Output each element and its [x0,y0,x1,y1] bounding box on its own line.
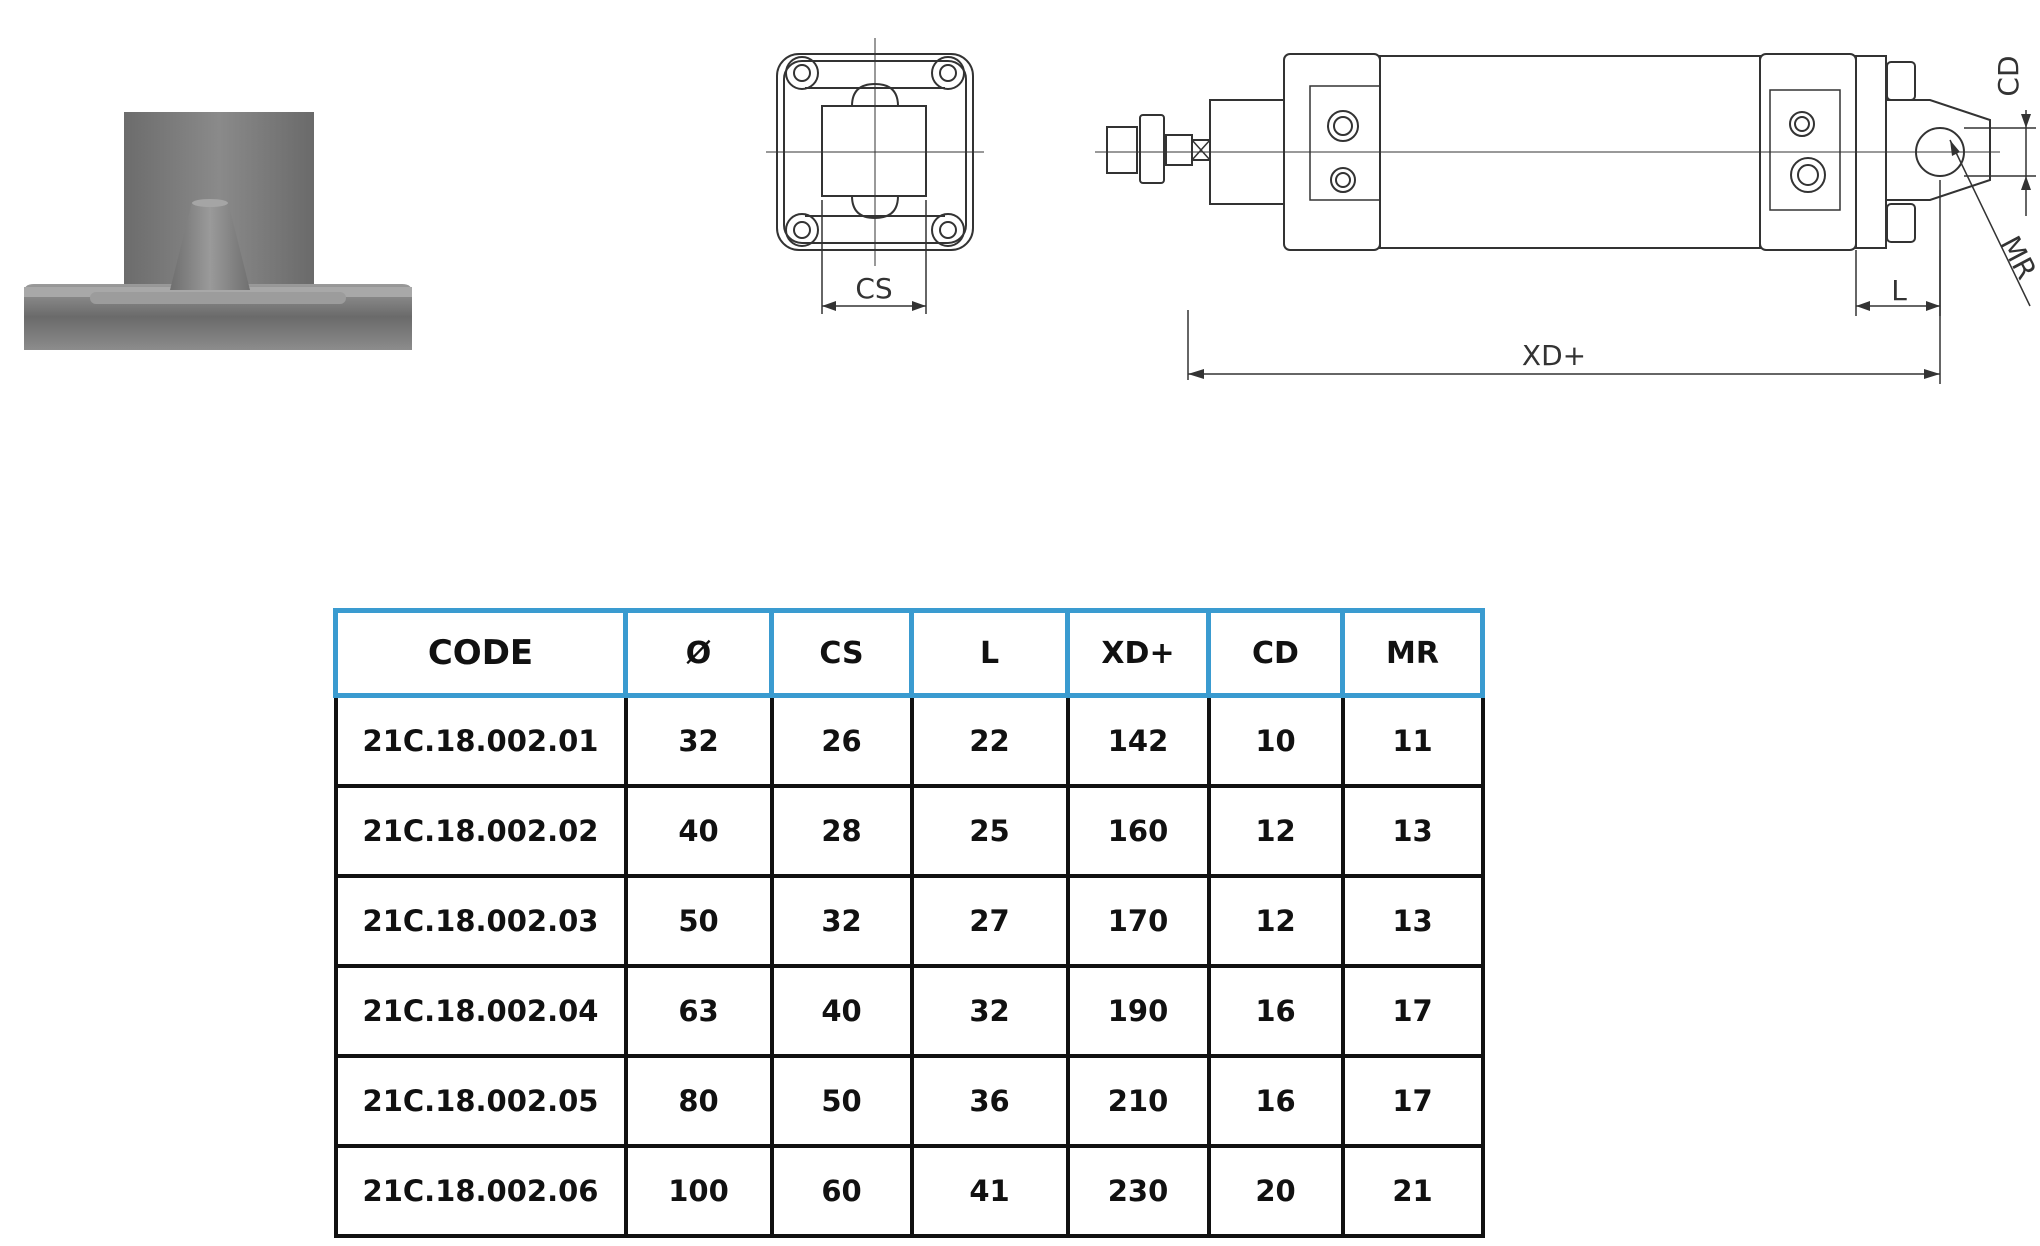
cell-diameter: 100 [623,1144,774,1238]
dimension-label-l: L [1891,274,1907,307]
dimension-label-cs: CS [855,272,892,305]
front-view-drawing [766,38,984,314]
cell-l: 32 [909,964,1070,1058]
cell-l: 25 [909,784,1070,878]
table-row: 21C.18.002.05 80 50 36 210 16 17 [333,1054,1485,1148]
cell-xd: 190 [1065,964,1211,1058]
part-3d-render [24,112,412,350]
cell-cd: 12 [1206,874,1345,968]
cell-cd: 16 [1206,1054,1345,1148]
header-cs: CS [769,608,914,698]
side-view-drawing [1095,53,2036,384]
cell-xd: 210 [1065,1054,1211,1148]
header-l: L [909,608,1070,698]
cell-l: 22 [909,693,1070,788]
table-row: 21C.18.002.04 63 40 32 190 16 17 [333,964,1485,1058]
cell-mr: 21 [1340,1144,1485,1238]
cell-diameter: 50 [623,874,774,968]
table-row: 21C.18.002.06 100 60 41 230 20 21 [333,1144,1485,1238]
technical-drawings: CS XD+ L CD MR [24,38,2040,384]
cell-l: 27 [909,874,1070,968]
cell-l: 36 [909,1054,1070,1148]
header-xd: XD+ [1065,608,1211,698]
cell-l: 41 [909,1144,1070,1238]
header-cd: CD [1206,608,1345,698]
cell-diameter: 32 [623,693,774,788]
cell-mr: 13 [1340,784,1485,878]
cell-mr: 13 [1340,874,1485,968]
cell-code: 21C.18.002.03 [333,874,628,968]
cell-cs: 60 [769,1144,914,1238]
header-code: CODE [333,608,628,698]
dimension-label-xd: XD+ [1522,339,1586,372]
cell-cd: 16 [1206,964,1345,1058]
cell-diameter: 63 [623,964,774,1058]
header-diameter: Ø [623,608,774,698]
cell-xd: 142 [1065,693,1211,788]
cell-cs: 32 [769,874,914,968]
cell-mr: 11 [1340,693,1485,788]
dimension-label-mr: MR [1994,231,2040,285]
cell-diameter: 40 [623,784,774,878]
cell-cd: 12 [1206,784,1345,878]
dimension-label-cd: CD [1992,55,2025,96]
cell-diameter: 80 [623,1054,774,1148]
cell-code: 21C.18.002.04 [333,964,628,1058]
cell-xd: 230 [1065,1144,1211,1238]
cell-cs: 28 [769,784,914,878]
cell-code: 21C.18.002.05 [333,1054,628,1148]
cell-cd: 20 [1206,1144,1345,1238]
table-row: 21C.18.002.02 40 28 25 160 12 13 [333,784,1485,878]
cell-code: 21C.18.002.06 [333,1144,628,1238]
cell-cs: 26 [769,693,914,788]
cell-cs: 50 [769,1054,914,1148]
cell-xd: 170 [1065,874,1211,968]
cell-cd: 10 [1206,693,1345,788]
table-header-row: CODE Ø CS L XD+ CD MR [333,608,1485,698]
dimensions-table: CODE Ø CS L XD+ CD MR 21C.18.002.01 32 2… [333,608,1485,1238]
table-row: 21C.18.002.03 50 32 27 170 12 13 [333,874,1485,968]
table-row: 21C.18.002.01 32 26 22 142 10 11 [333,693,1485,788]
header-mr: MR [1340,608,1485,698]
cell-code: 21C.18.002.01 [333,693,628,788]
cell-mr: 17 [1340,964,1485,1058]
cell-mr: 17 [1340,1054,1485,1148]
cell-cs: 40 [769,964,914,1058]
cell-code: 21C.18.002.02 [333,784,628,878]
cell-xd: 160 [1065,784,1211,878]
